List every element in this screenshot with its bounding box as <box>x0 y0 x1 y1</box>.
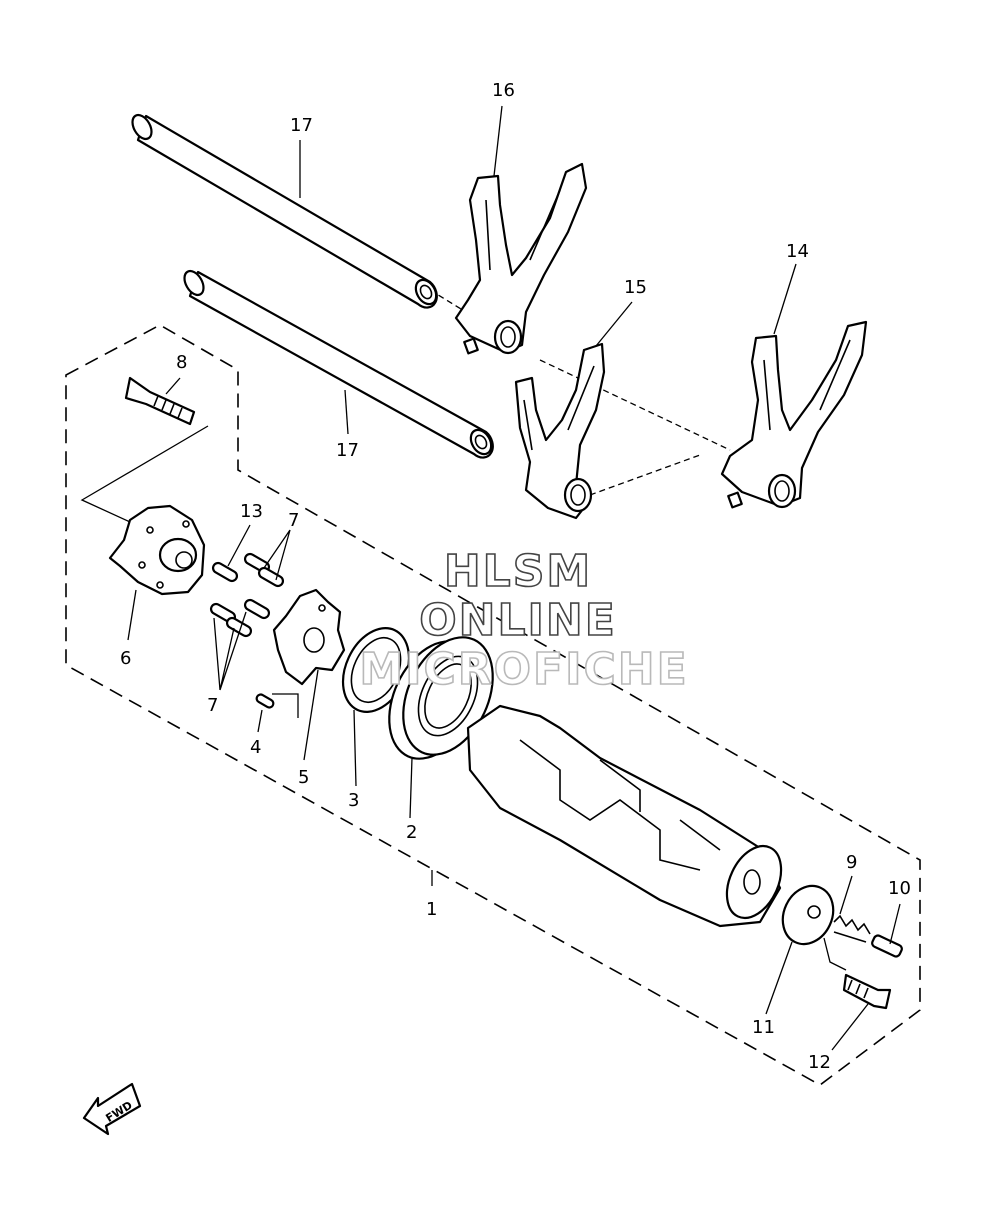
screw-8 <box>124 376 196 426</box>
watermark-line-2: ONLINE <box>419 595 617 646</box>
watermark-line-1: HLSM <box>444 546 592 597</box>
callout-7-lower: 7 <box>207 695 218 716</box>
shift-fork-16 <box>454 162 588 355</box>
callout-15: 15 <box>624 277 647 298</box>
assembly-boundary <box>65 324 921 1086</box>
shift-fork-shaft-lower <box>183 269 494 459</box>
callout-1: 1 <box>426 899 437 920</box>
callout-5: 5 <box>298 767 309 788</box>
pin-10 <box>871 934 903 958</box>
watermark-line-3: MICROFICHE <box>359 644 688 695</box>
stopper-plate-5 <box>272 588 346 686</box>
callout-17-upper: 17 <box>290 115 313 136</box>
screw-12 <box>842 973 892 1010</box>
shift-fork-shaft-upper <box>131 113 438 309</box>
callout-13: 13 <box>240 501 263 522</box>
shift-fork-15 <box>514 342 606 520</box>
callout-11: 11 <box>752 1017 775 1038</box>
spring-9 <box>833 914 871 943</box>
callout-8: 8 <box>176 352 187 373</box>
shift-cam-drum <box>466 704 783 928</box>
callout-14: 14 <box>786 241 809 262</box>
shift-fork-14 <box>720 320 868 509</box>
stopper-plate-11 <box>781 884 835 946</box>
callout-2: 2 <box>406 822 417 843</box>
leader-lines <box>80 105 901 1051</box>
callout-16: 16 <box>492 80 515 101</box>
dowel-pins <box>209 552 285 709</box>
callout-17-lower: 17 <box>336 440 359 461</box>
forward-direction-arrow: FWD <box>82 1082 142 1136</box>
callout-9: 9 <box>846 852 857 873</box>
callout-10: 10 <box>888 878 911 899</box>
bearing-2 <box>388 636 494 760</box>
callout-6: 6 <box>120 648 131 669</box>
callout-4: 4 <box>250 737 261 758</box>
callout-7-upper: 7 <box>288 510 299 531</box>
callout-12: 12 <box>808 1052 831 1073</box>
callout-3: 3 <box>348 790 359 811</box>
shift-drum-segment-6 <box>108 504 206 596</box>
